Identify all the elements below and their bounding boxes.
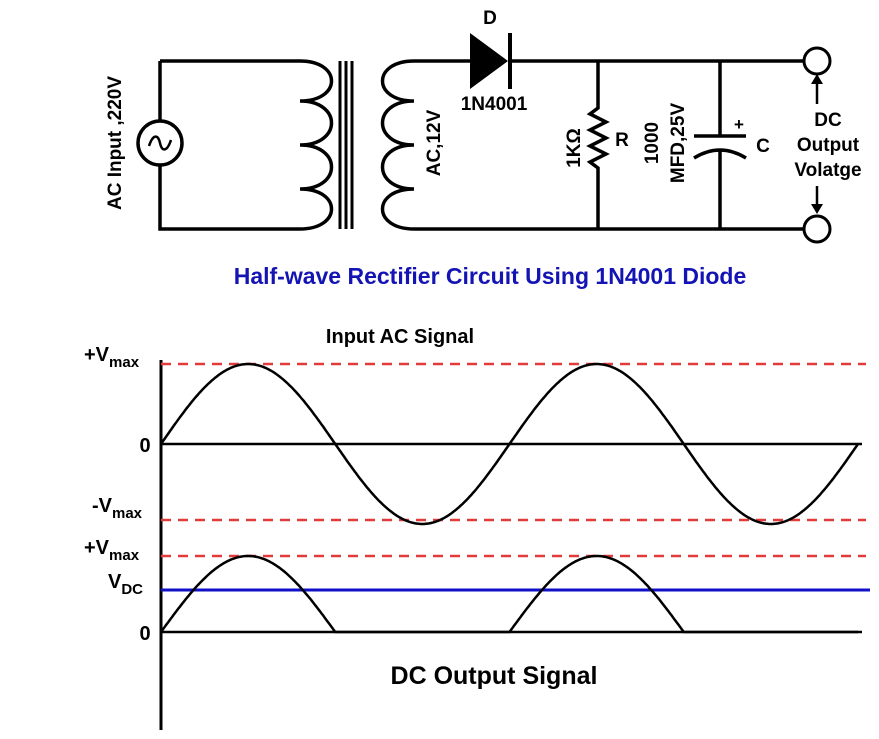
input-vmax-minus-label: -Vmax — [92, 495, 143, 522]
capacitor-value-line2: MFD,25V — [668, 103, 689, 184]
arrowhead-up — [811, 74, 823, 84]
ac-source-icon — [136, 119, 184, 167]
arrowhead-down — [811, 204, 823, 214]
output-label-line2: Output — [797, 135, 860, 156]
input-signal-title: Input AC Signal — [326, 326, 474, 348]
capacitor-name: C — [756, 136, 770, 157]
ac-input-label: AC Input ,220V — [105, 76, 126, 210]
input-vmax-plus-label: +Vmax — [84, 344, 140, 371]
diode-name: D — [483, 8, 497, 29]
output-label-line3: Volatge — [794, 160, 861, 181]
output-signal-title: DC Output Signal — [391, 662, 598, 690]
waveform-area: Input AC Signal +Vmax 0 -Vmax +Vmax VDC … — [84, 326, 870, 730]
resistor-value: 1KΩ — [564, 128, 585, 168]
capacitor-polarity: + — [734, 115, 744, 134]
primary-wire — [158, 59, 300, 231]
dc-output-waveform — [159, 554, 858, 634]
circuit — [136, 46, 832, 244]
sine-glyph-icon — [147, 135, 173, 151]
output-terminal-top — [802, 46, 832, 76]
output-label-line1: DC — [814, 110, 842, 131]
input-zero-label: 0 — [139, 435, 150, 457]
secondary-coil — [380, 59, 415, 231]
capacitor-value-line1: 1000 — [642, 122, 663, 164]
primary-coil — [299, 59, 334, 231]
output-terminal-bottom — [802, 214, 832, 244]
output-zero-label: 0 — [139, 623, 150, 645]
vdc-label: VDC — [108, 571, 143, 598]
diagram-title: Half-wave Rectifier Circuit Using 1N4001… — [234, 263, 747, 289]
resistor-icon — [586, 61, 610, 229]
diode-icon — [470, 33, 508, 89]
capacitor-plate-curved — [693, 148, 747, 160]
output-vmax-plus-label: +Vmax — [84, 537, 140, 564]
resistor-name: R — [615, 130, 629, 151]
input-ac-waveform — [159, 362, 860, 526]
diode-part-number: 1N4001 — [461, 94, 528, 115]
secondary-label: AC,12V — [424, 109, 445, 176]
